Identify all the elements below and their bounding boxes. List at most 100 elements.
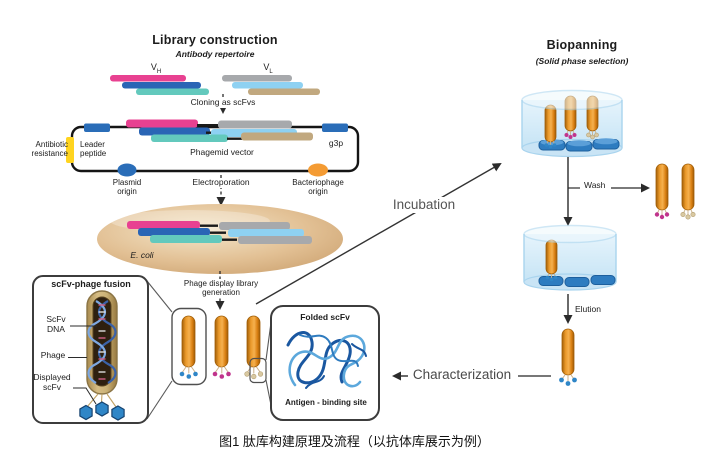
displayed-scfv-hexagon	[79, 404, 93, 421]
tip-blue	[565, 381, 571, 386]
displayed-scfv-hexagon	[111, 405, 125, 421]
library-construction-title: Library construction	[152, 33, 278, 47]
phage-legs	[247, 366, 261, 374]
ecoli-bar-teal	[150, 235, 222, 243]
bacteriophage-origin-label: Bacteriophage origin	[292, 178, 344, 197]
dna-rungs	[98, 304, 106, 380]
phagemid-vector-graphic	[66, 119, 360, 177]
scfv-ribbon-dark	[286, 331, 352, 385]
tip-tan	[251, 373, 257, 380]
vl-base: V	[263, 62, 270, 72]
tip-magenta	[564, 133, 569, 137]
leader-peptide-label: Leader peptide	[80, 140, 107, 159]
tip-magenta	[664, 212, 670, 217]
ecoli-bar-pink	[127, 221, 200, 229]
plasmid-origin-shape	[117, 163, 137, 177]
folded-inset-graphic	[270, 305, 380, 421]
insert-bar-gray	[218, 120, 292, 129]
electroporation-label: Electroporation	[183, 177, 259, 188]
phagemid-vector-label: Phagemid vector	[190, 147, 254, 157]
folded-scfv-title: Folded scFv	[300, 312, 350, 322]
phage-highlight-frame	[171, 307, 207, 386]
disk-top	[594, 138, 618, 145]
dish-rim	[521, 89, 623, 111]
insert-bar-blue	[139, 127, 210, 136]
elution-step-graphic	[559, 294, 577, 386]
library-phage-1	[181, 315, 196, 368]
incubation-arrow	[255, 163, 502, 305]
fusion-inset-title: scFv-phage fusion	[51, 279, 131, 289]
bound-phage	[545, 239, 558, 275]
ecoli-bar-blue	[138, 228, 210, 236]
biopanning-dish-2	[523, 224, 617, 291]
scfv-dna-label: ScFv DNA	[46, 314, 66, 334]
tip-blue	[548, 144, 553, 149]
vl-bar-lightblue	[232, 82, 303, 89]
fusion-inset-graphic	[32, 275, 149, 424]
tip-tan	[244, 371, 250, 377]
fusion-label-pointers	[68, 325, 97, 405]
tip-magenta	[572, 133, 577, 137]
g3p-label: g3p	[328, 138, 344, 148]
scfv-ribbon-mid	[299, 334, 359, 367]
antigen-binding-label: Antigen - binding site	[285, 398, 367, 407]
tip-tan	[586, 132, 591, 138]
tip-blue	[545, 275, 550, 280]
tip-tan	[257, 371, 264, 377]
dish-walls	[523, 234, 617, 282]
scfv-zoom-frame	[249, 357, 267, 384]
antibiotic-resistance-segment	[66, 137, 74, 163]
phage-legs	[215, 366, 229, 374]
vl-sub: L	[269, 68, 273, 75]
dna-strand	[97, 300, 117, 384]
wash-label: Wash	[584, 180, 606, 190]
leader-peptide-segment	[84, 123, 110, 132]
vh-bar-teal	[136, 88, 209, 95]
biopanning-dish-1	[521, 89, 623, 158]
g3p-segment	[322, 123, 348, 132]
scfv-ribbon-extra	[305, 343, 367, 389]
bound-phage	[544, 104, 557, 143]
connector	[146, 280, 173, 313]
tip-blue	[559, 377, 564, 383]
vh-label: VH	[146, 62, 166, 76]
wash-step-graphic	[563, 157, 696, 226]
antigen-disk	[564, 277, 590, 287]
linker	[210, 231, 226, 234]
tip-tan	[685, 214, 691, 220]
linker	[200, 224, 218, 227]
phage-label: Phage	[40, 350, 66, 360]
eluted-phage	[561, 328, 575, 376]
tip-magenta	[226, 371, 231, 377]
phage-display-label: Phage display library generation	[181, 279, 261, 298]
ecoli-cell	[97, 204, 343, 274]
elution-label: Elution	[575, 304, 601, 314]
tip-blue	[544, 143, 549, 147]
insert-bar-pink	[126, 119, 198, 128]
connector	[146, 380, 173, 420]
vl-bar-tan	[248, 88, 320, 95]
linker	[227, 137, 242, 140]
tip-blue	[186, 374, 192, 379]
tip-magenta	[659, 214, 665, 220]
tip-tan	[690, 212, 696, 218]
bacteriophage-origin-shape	[308, 163, 328, 177]
biopanning-title: Biopanning	[546, 38, 618, 52]
linker	[197, 124, 219, 127]
linker	[222, 238, 237, 241]
ecoli-label: E. coli	[130, 250, 154, 260]
figure-caption: 图1 肽库构建原理及流程（以抗体库展示为例）	[219, 434, 490, 449]
characterization-label: Characterization	[412, 367, 512, 382]
dish-rim	[523, 224, 617, 244]
tip-tan	[594, 132, 599, 138]
disk-top	[567, 140, 591, 147]
displayed-scfv-label: Displayed scFv	[33, 372, 71, 392]
solid-phase-subtitle: (Solid phase selection)	[535, 56, 629, 66]
vh-bar-blue	[122, 82, 201, 89]
tip-tan	[590, 134, 595, 140]
scfv-ribbon-light	[288, 334, 366, 388]
tip-blue	[572, 377, 577, 383]
tip-blue	[179, 371, 185, 377]
